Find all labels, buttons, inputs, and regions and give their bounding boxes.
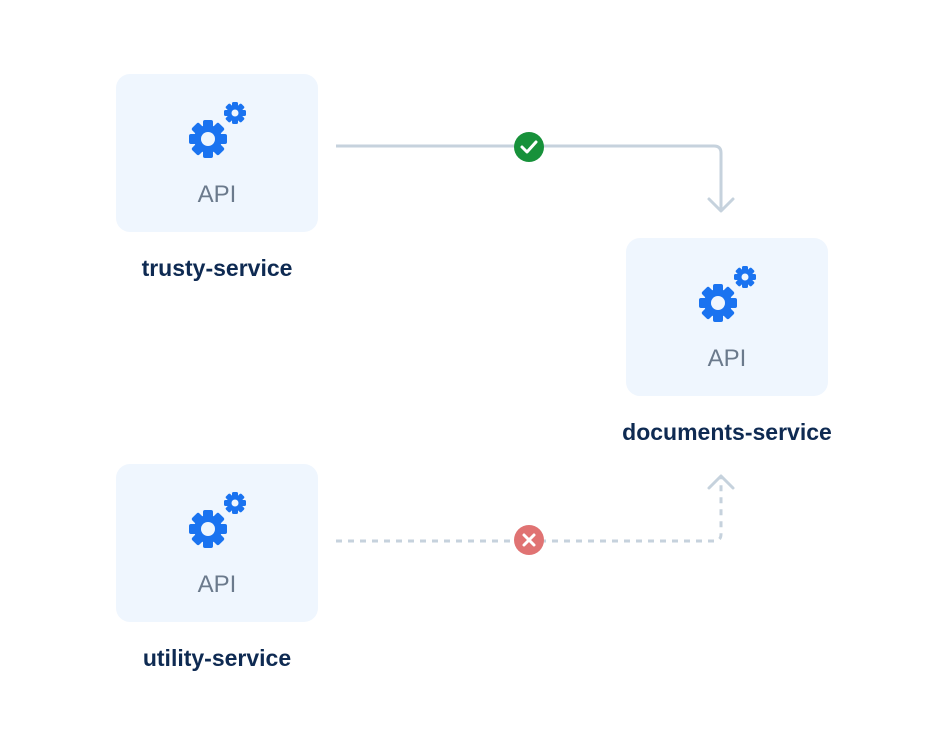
gears-icon bbox=[189, 492, 246, 548]
service-name-documents: documents-service bbox=[622, 419, 832, 445]
node-type-label: API bbox=[707, 345, 747, 372]
x-circle-icon bbox=[514, 525, 544, 555]
arrow-head-down-icon bbox=[707, 197, 735, 213]
edge-line-allowed bbox=[336, 144, 723, 210]
node-type-label: API bbox=[197, 181, 237, 208]
service-name-utility: utility-service bbox=[142, 645, 292, 671]
node-documents-service: API bbox=[626, 238, 828, 396]
arrow-head-up-icon bbox=[707, 474, 735, 490]
edge-utility-to-documents bbox=[336, 474, 735, 555]
edge-line-denied bbox=[336, 478, 723, 543]
node-trusty-service: API bbox=[116, 74, 318, 232]
node-utility-service: API bbox=[116, 464, 318, 622]
gears-icon bbox=[699, 266, 756, 322]
edge-trusty-to-documents bbox=[336, 132, 735, 213]
node-type-label: API bbox=[197, 571, 237, 598]
gears-icon bbox=[189, 102, 246, 158]
service-name-trusty: trusty-service bbox=[141, 255, 293, 281]
check-circle-icon bbox=[514, 132, 544, 162]
